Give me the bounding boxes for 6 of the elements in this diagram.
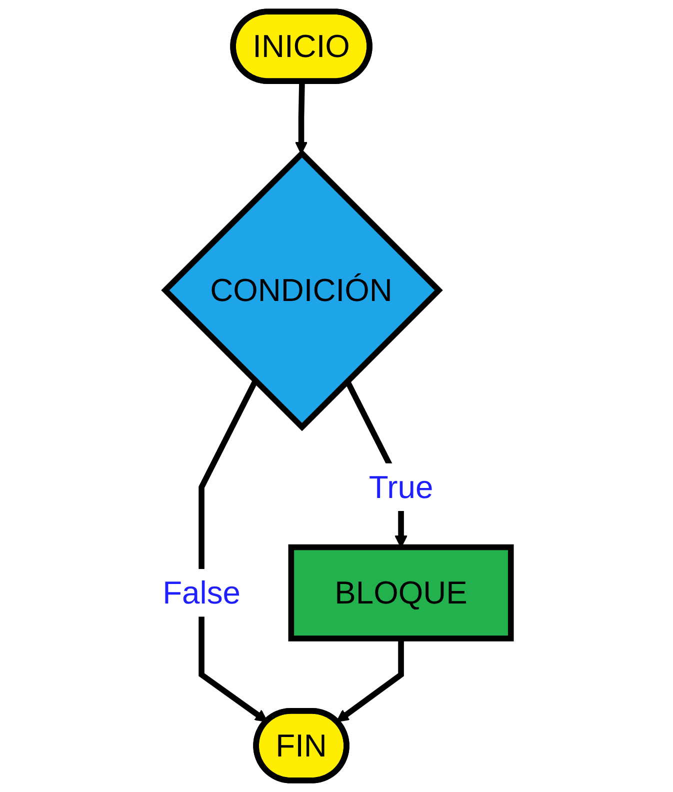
node-diamond: CONDICIÓN <box>160 149 443 432</box>
edge-label: False <box>162 574 240 611</box>
arrow <box>294 82 308 154</box>
arrow <box>336 638 404 722</box>
edge-label: True <box>368 469 433 506</box>
node-box: BLOQUE <box>288 544 514 642</box>
